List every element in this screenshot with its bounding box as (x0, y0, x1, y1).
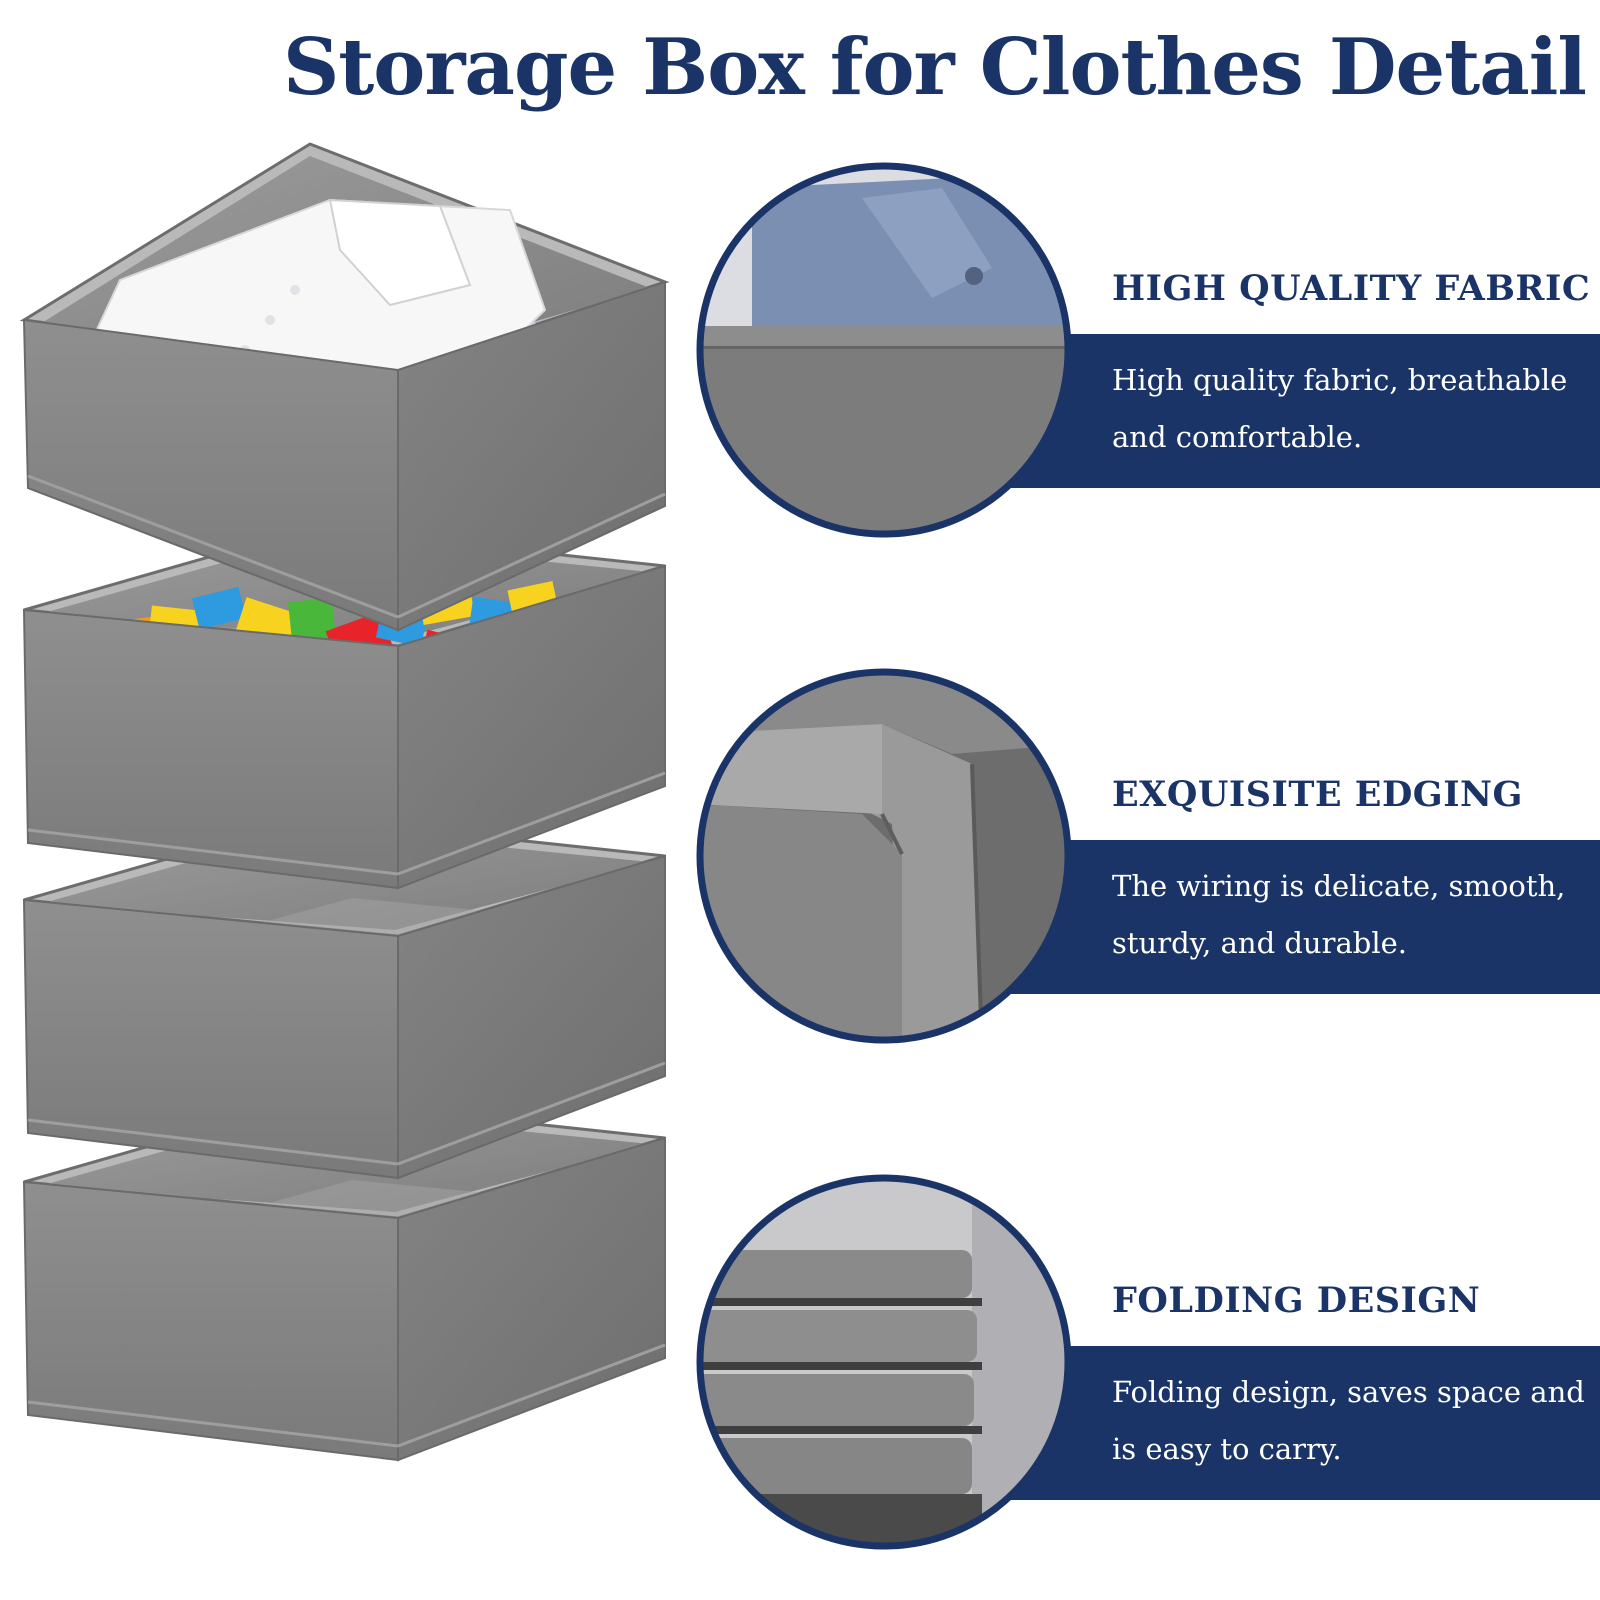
feature-band-fill (1000, 840, 1600, 994)
feature-description: The wiring is delicate, smooth, sturdy, … (1112, 869, 1566, 960)
feature-description: Folding design, saves space and is easy … (1112, 1375, 1585, 1466)
feature-band (1000, 334, 1600, 488)
feature-folding-design: FOLDING DESIGN Folding design, saves spa… (696, 1174, 1600, 1578)
page-title: Storage Box for Clothes Detail (282, 22, 1587, 113)
fabric-closeup-icon (696, 162, 1072, 538)
stacked-storage-boxes-illustration (19, 142, 670, 1462)
feature-exquisite-edging: EXQUISITE EDGING The wiring is delicate,… (696, 668, 1600, 1072)
feature-description: High quality fabric, breathable and comf… (1112, 363, 1568, 454)
feature-band-fill (1000, 1346, 1600, 1500)
feature-heading: EXQUISITE EDGING (1112, 774, 1523, 815)
feature-heading: HIGH QUALITY FABRIC (1112, 268, 1591, 309)
feature-high-quality-fabric: HIGH QUALITY FABRIC High quality fabric,… (696, 162, 1600, 566)
feature-band (1000, 840, 1600, 994)
storage-box-with-shirts (19, 142, 670, 632)
edging-closeup-icon (696, 668, 1072, 1044)
feature-heading: FOLDING DESIGN (1112, 1280, 1481, 1321)
feature-band (1000, 1346, 1600, 1500)
feature-band-fill (1000, 334, 1600, 488)
folded-boxes-icon (696, 1174, 1072, 1550)
